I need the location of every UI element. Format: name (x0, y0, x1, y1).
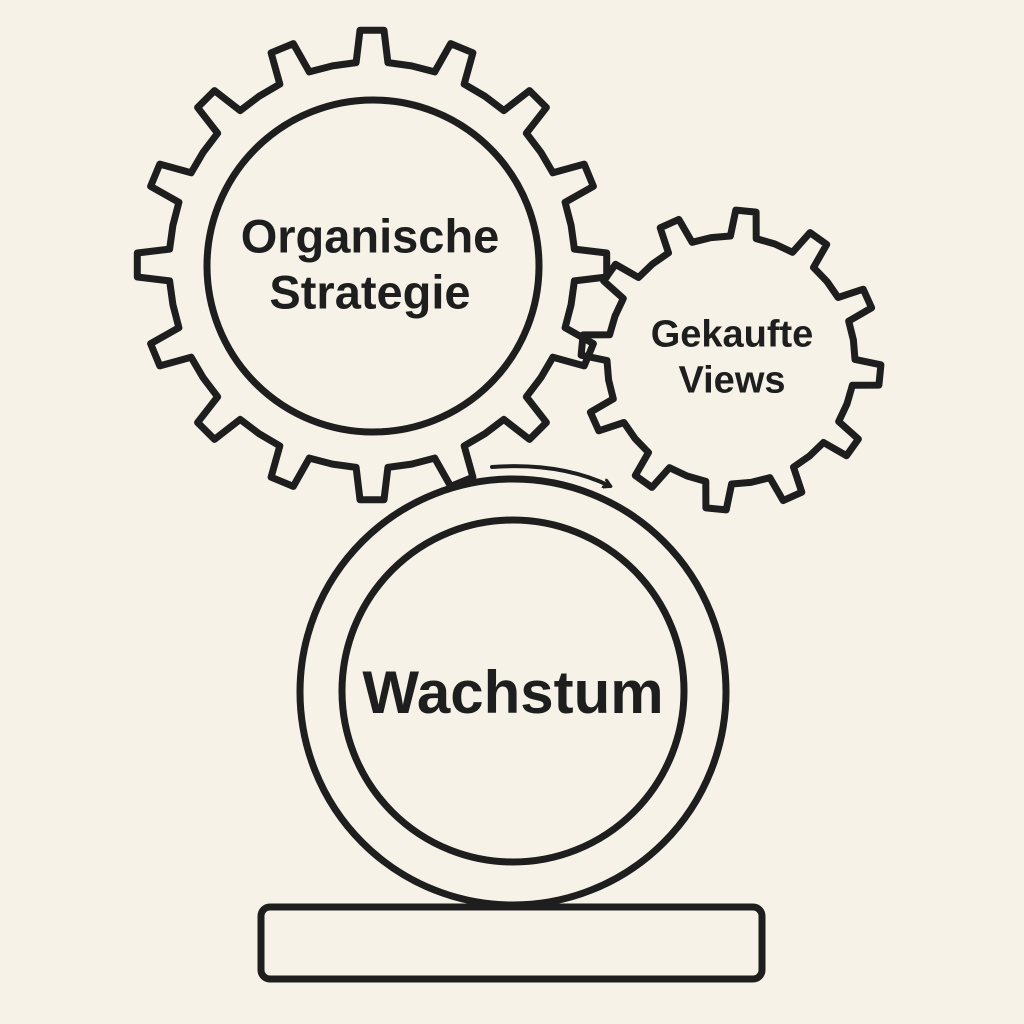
organic-strategy-line1: Organische (240, 209, 500, 263)
organic-strategy-line2: Strategie (269, 266, 471, 319)
bought-views-line1: Gekaufte (650, 313, 814, 356)
bought-views-gear (577, 206, 885, 514)
growth-wheel-inner (338, 516, 688, 866)
bought-views-line2: Views (678, 359, 786, 401)
organic-strategy-gear-inner-circle (203, 96, 543, 436)
growth-label: Wachstum (362, 659, 664, 726)
organic-strategy-label: Organische Strategie (241, 209, 500, 322)
organic-strategy-gear (133, 26, 611, 504)
rotation-arrow (490, 464, 610, 486)
bought-views-label: Gekaufte Views (651, 312, 814, 403)
base-platform (257, 903, 766, 983)
